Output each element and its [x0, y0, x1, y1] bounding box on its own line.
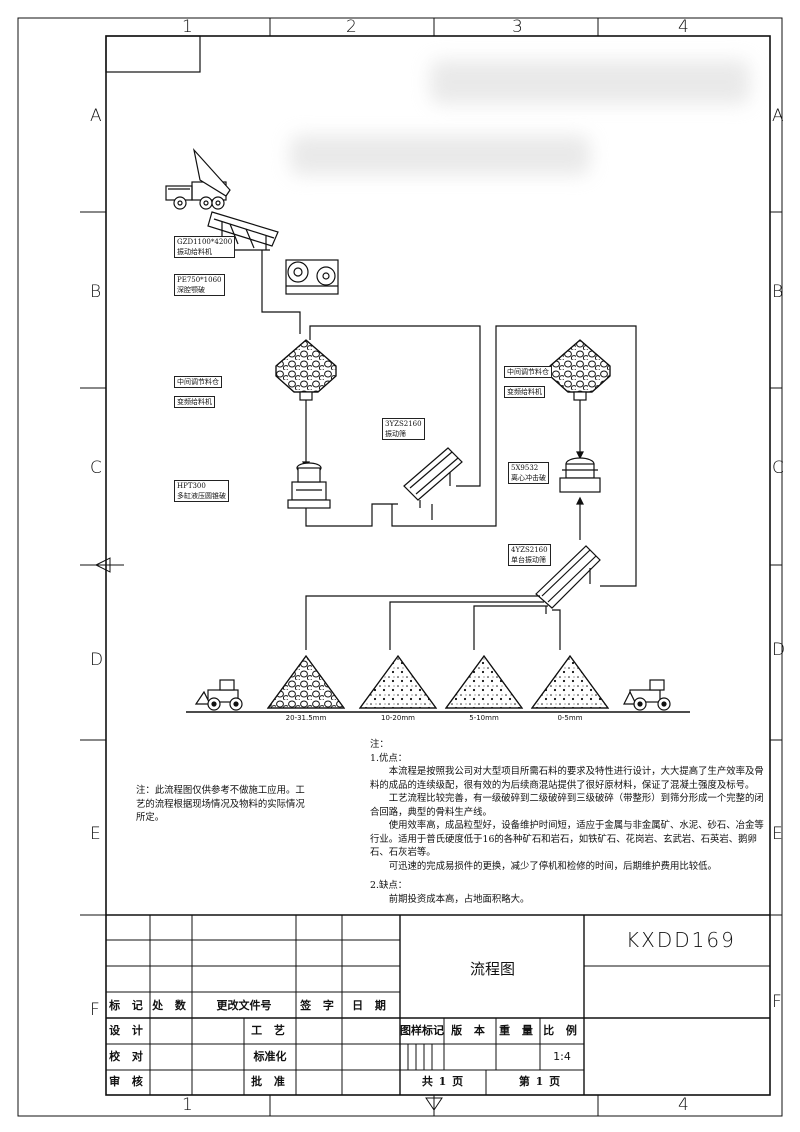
- product-size-10-20: 10-20mm: [381, 714, 415, 722]
- col-label-1: 1: [182, 17, 193, 37]
- product-size-20-31: 20-31.5mm: [285, 714, 327, 722]
- label-surge-bin-2: 中间调节料仓: [504, 366, 552, 378]
- role-review: 审 核: [109, 1075, 147, 1088]
- col-label-4: 4: [678, 17, 689, 37]
- row-label-right-a: A: [772, 106, 784, 126]
- meta-version: 版 本: [451, 1024, 489, 1037]
- col-label-2: 2: [346, 17, 357, 37]
- row-label-left-d: D: [90, 650, 104, 670]
- disadvantages-title: 2.缺点：: [370, 880, 408, 891]
- rev-header-count: 处 数: [152, 999, 190, 1012]
- row-label-left-f: F: [90, 1000, 100, 1020]
- row-label-left-b: B: [90, 282, 102, 302]
- wheel-loader-left-icon: [194, 679, 243, 711]
- note-paragraph-2: 工艺流程比较完善，有一级破碎到二级破碎到三级破碎（带整形）到筛分形成一个完整的闭…: [370, 793, 764, 818]
- disclaimer-note: 注：此流程图仅供参考不做施工应用。工艺的流程根据现场情况及物料的实际情况所定。: [136, 785, 305, 823]
- meta-weight: 重 量: [499, 1024, 537, 1037]
- jaw-crusher-icon: [261, 250, 339, 334]
- label-frequency-feeder-1: 变频给料机: [174, 396, 215, 408]
- cone-crusher-icon: [287, 462, 398, 527]
- row-label-left-c: C: [90, 458, 102, 478]
- total-pages: 共 1 页: [421, 1075, 465, 1088]
- role-process: 工 艺: [251, 1024, 289, 1037]
- drawing-number: KXDD169: [626, 928, 736, 952]
- vsi-crusher-icon: [559, 457, 601, 540]
- row-label-right-d: D: [772, 640, 786, 660]
- wheel-loader-right-icon: [623, 679, 671, 711]
- row-label-right-f: F: [772, 992, 782, 1012]
- row-label-right-c: C: [772, 458, 784, 478]
- stockpile-5-10-icon: [444, 654, 524, 709]
- title-block-grid: [106, 914, 770, 1095]
- note-paragraph-5: 前期投资成本高，占地面积略大。: [388, 893, 530, 905]
- role-approve: 批 准: [251, 1075, 289, 1088]
- col-label-bottom-4: 4: [678, 1095, 689, 1115]
- note-paragraph-3: 使用效率高，成品粒型好，设备维护时间短，适应于金属与非金属矿、水泥、砂石、冶金等…: [370, 820, 764, 858]
- scale-value: 1:4: [553, 1050, 571, 1063]
- role-check: 校 对: [109, 1050, 147, 1063]
- product-size-5-10: 5-10mm: [469, 714, 499, 722]
- surge-bin-2-icon: [549, 325, 637, 587]
- rev-header-file: 更改文件号: [216, 999, 272, 1012]
- dump-truck-icon: [165, 147, 231, 210]
- col-label-bottom-1: 1: [182, 1095, 193, 1115]
- rev-header-mark: 标 记: [109, 999, 147, 1012]
- product-size-0-5: 0-5mm: [557, 714, 583, 722]
- stockpile-10-20-icon: [358, 654, 438, 709]
- note-paragraph-1: 本流程是按照我公司对大型项目所需石料的要求及特性进行设计，大大提高了生产效率及骨…: [370, 766, 764, 791]
- drawing-title: 流程图: [470, 960, 516, 978]
- obscured-header-text: [430, 60, 750, 104]
- row-label-right-b: B: [772, 282, 784, 302]
- role-design: 设 计: [109, 1024, 147, 1037]
- row-label-right-e: E: [772, 824, 783, 844]
- obscured-header-text-2: [290, 135, 590, 175]
- col-label-3: 3: [512, 17, 523, 37]
- meta-drawing-mark: 图样标记: [400, 1024, 444, 1037]
- note-paragraph-4: 可迅速的完成易损件的更换，减少了停机和检修的时间，后期维护费用比较低。: [388, 860, 717, 872]
- surge-bin-1-icon: [275, 325, 481, 487]
- vibrating-screen-1-icon: [391, 325, 590, 527]
- label-frequency-feeder-2: 变频给料机: [504, 386, 545, 398]
- stockpile-0-5-icon: [530, 654, 610, 709]
- page-number: 第 1 页: [518, 1075, 562, 1088]
- row-label-left-e: E: [90, 824, 101, 844]
- label-surge-bin-1: 中间调节料仓: [174, 376, 222, 388]
- row-label-left-a: A: [90, 106, 102, 126]
- meta-scale: 比 例: [543, 1024, 581, 1037]
- vibrating-screen-2-icon: [305, 545, 601, 650]
- rev-header-sign: 签 字: [300, 999, 338, 1012]
- role-standard: 标准化: [253, 1050, 287, 1063]
- rev-header-date: 日 期: [352, 999, 390, 1012]
- stockpile-20-31-icon: [266, 654, 346, 709]
- process-notes: 注： 1.优点： 本流程是按照我公司对大型项目所需石料的要求及特性进行设计，大大…: [370, 738, 768, 906]
- notes-header: 注：: [370, 739, 389, 750]
- advantages-title: 1.优点：: [370, 752, 408, 764]
